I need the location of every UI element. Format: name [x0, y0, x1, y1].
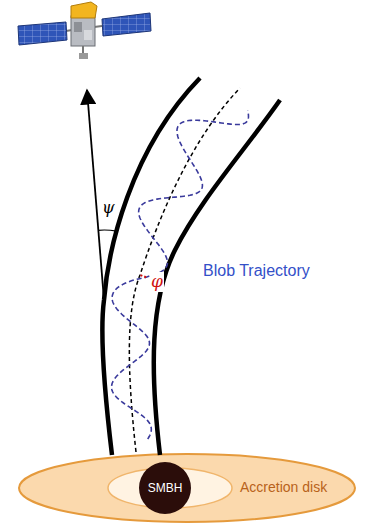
phase-indicator	[140, 275, 146, 277]
angle-label: φ	[150, 272, 164, 292]
angle-arc	[98, 230, 116, 231]
node-label: SMBH	[148, 481, 183, 495]
black-hole-circle: SMBH	[139, 462, 191, 514]
accretion-disk-outer	[19, 454, 355, 522]
angle-label: ψ	[101, 199, 116, 217]
line-of-sight-arrow	[87, 90, 104, 300]
disk-label: Accretion disk	[240, 479, 327, 495]
trajectory-label: Blob Trajectory	[203, 262, 310, 280]
satellite-icon	[18, 2, 151, 59]
